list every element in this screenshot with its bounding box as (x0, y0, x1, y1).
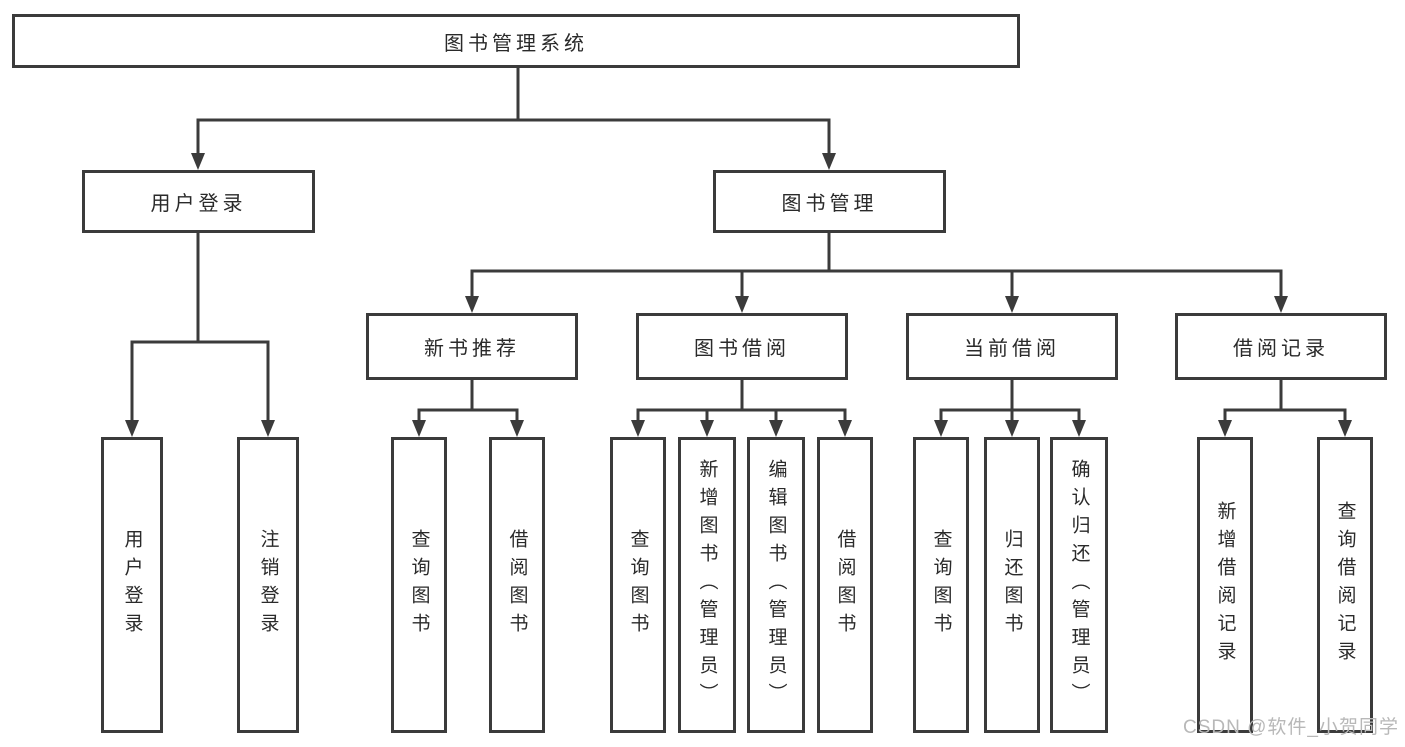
leaf-query-borrow-record-label: 查询借阅记录 (1334, 501, 1356, 669)
node-current-borrowing: 当前借阅 (906, 313, 1118, 380)
leaf-confirm-return-admin: 确认归还（管理员） (1050, 437, 1108, 733)
leaf-borrow-books: 借阅图书 (817, 437, 873, 733)
leaf-return-books-label: 归还图书 (1001, 529, 1023, 641)
leaf-user-login: 用户登录 (101, 437, 163, 733)
leaf-edit-books-admin: 编辑图书（管理员） (747, 437, 805, 733)
node-user-login: 用户登录 (82, 170, 315, 233)
node-user-login-label: 用户登录 (150, 193, 247, 215)
node-root: 图书管理系统 (12, 14, 1020, 68)
leaf-query-books-borrowing: 查询图书 (610, 437, 666, 733)
leaf-query-books-borrowing-label: 查询图书 (627, 529, 649, 641)
leaf-confirm-return-admin-label: 确认归还（管理员） (1068, 459, 1090, 711)
leaf-add-borrow-record-label: 新增借阅记录 (1214, 501, 1236, 669)
node-root-label: 图书管理系统 (444, 32, 588, 55)
leaf-borrow-books-recommend-label: 借阅图书 (506, 529, 528, 641)
node-book-borrowing: 图书借阅 (636, 313, 848, 380)
csdn-watermark: CSDN @软件_小贺同学 (1183, 717, 1399, 738)
leaf-query-books-current: 查询图书 (913, 437, 969, 733)
leaf-add-books-admin-label: 新增图书（管理员） (696, 459, 718, 711)
leaf-query-books-current-label: 查询图书 (930, 529, 952, 641)
leaf-logout-label: 注销登录 (257, 529, 279, 641)
leaf-edit-books-admin-label: 编辑图书（管理员） (765, 459, 787, 711)
leaf-borrow-books-label: 借阅图书 (834, 529, 856, 641)
node-borrowing-records: 借阅记录 (1175, 313, 1387, 380)
node-book-management-label: 图书管理 (781, 193, 878, 215)
node-book-management: 图书管理 (713, 170, 946, 233)
leaf-add-books-admin: 新增图书（管理员） (678, 437, 736, 733)
leaf-query-books-recommend-label: 查询图书 (408, 529, 430, 641)
leaf-borrow-books-recommend: 借阅图书 (489, 437, 545, 733)
node-new-book-recommend-label: 新书推荐 (424, 338, 520, 360)
node-book-borrowing-label: 图书借阅 (694, 338, 790, 360)
leaf-user-login-label: 用户登录 (121, 529, 143, 641)
leaf-add-borrow-record: 新增借阅记录 (1197, 437, 1253, 733)
leaf-query-books-recommend: 查询图书 (391, 437, 447, 733)
node-new-book-recommend: 新书推荐 (366, 313, 578, 380)
leaf-query-borrow-record: 查询借阅记录 (1317, 437, 1373, 733)
node-current-borrowing-label: 当前借阅 (964, 338, 1060, 360)
leaf-logout: 注销登录 (237, 437, 299, 733)
leaf-return-books: 归还图书 (984, 437, 1040, 733)
node-borrowing-records-label: 借阅记录 (1233, 338, 1329, 360)
